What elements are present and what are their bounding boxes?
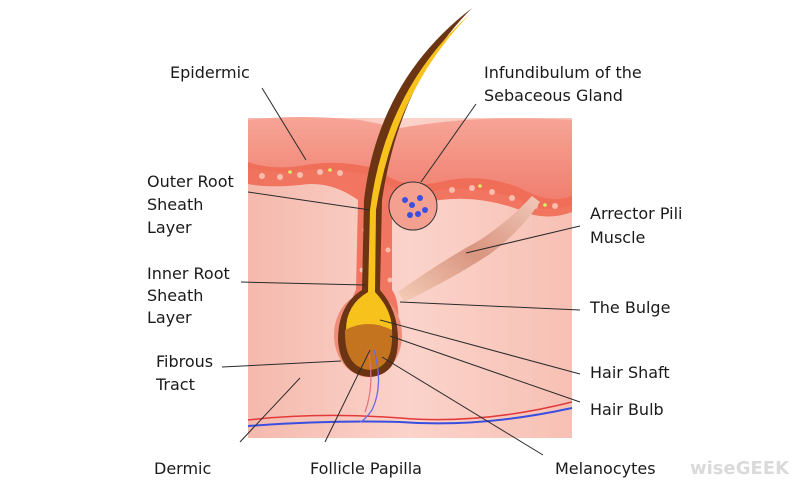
papilla-artery — [364, 349, 372, 413]
vein — [247, 407, 573, 427]
label-inner-root-line3: Layer — [147, 308, 192, 327]
label-fibrous-line1: Fibrous — [156, 352, 213, 371]
label-outer-root-line2: Sheath — [147, 195, 203, 214]
leader-lines — [221, 87, 581, 456]
label-inner-root-line2: Sheath — [147, 286, 203, 305]
label-outer-root-line3: Layer — [147, 218, 192, 237]
label-hair-bulb: Hair Bulb — [590, 400, 664, 419]
label-follicle-papilla: Follicle Papilla — [310, 459, 422, 478]
gland-cells — [402, 195, 428, 218]
label-melanocytes: Melanocytes — [555, 459, 656, 478]
arrector-pili-muscle — [398, 196, 540, 302]
label-hair-shaft: Hair Shaft — [590, 363, 670, 382]
pigment-dots — [288, 168, 547, 207]
label-epidermic: Epidermic — [170, 63, 250, 82]
label-fibrous-line2: Tract — [155, 375, 195, 394]
label-inner-root-line1: Inner Root — [147, 264, 230, 283]
label-arrector-line2: Muscle — [590, 228, 645, 247]
label-dermic: Dermic — [154, 459, 211, 478]
watermark-logo: wiseGEEK — [690, 458, 790, 479]
papilla-vessel — [359, 349, 380, 423]
hair-bulb — [344, 324, 393, 370]
label-infundibulum-line2: Sebaceous Gland — [484, 86, 623, 105]
label-arrector-line1: Arrector Pili — [590, 204, 682, 223]
label-bulge: The Bulge — [589, 298, 670, 317]
artery — [247, 401, 573, 421]
label-outer-root-line1: Outer Root — [147, 172, 234, 191]
label-infundibulum-line1: Infundibulum of the — [484, 63, 642, 82]
